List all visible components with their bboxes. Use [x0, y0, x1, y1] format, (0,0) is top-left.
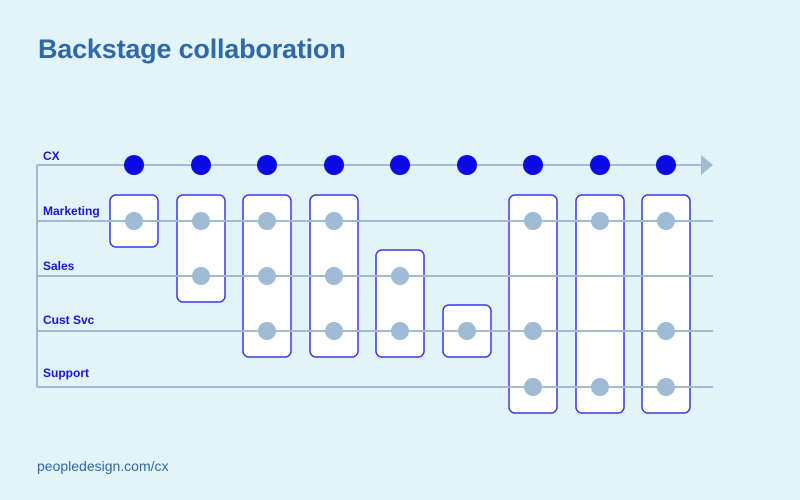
lane-label-marketing: Marketing: [43, 204, 100, 218]
lane-step-dot: [524, 212, 542, 230]
page-title: Backstage collaboration: [38, 34, 346, 64]
cx-step-dot: [523, 155, 543, 175]
step-box: [176, 194, 226, 303]
lane-label-support: Support: [43, 366, 89, 380]
lane-step-dot: [591, 212, 609, 230]
lane-step-dot: [657, 378, 675, 396]
lane-step-dot: [258, 212, 276, 230]
footer-url: peopledesign.com/cx: [37, 458, 169, 474]
step-dots: [124, 155, 676, 396]
cx-step-dot: [457, 155, 477, 175]
step-box: [641, 194, 691, 414]
lane-step-dot: [524, 322, 542, 340]
cx-step-dot: [257, 155, 277, 175]
arrow-right-icon: [701, 155, 713, 175]
lane-step-dot: [325, 322, 343, 340]
lane-step-dot: [458, 322, 476, 340]
cx-step-dot: [656, 155, 676, 175]
lane-step-dot: [657, 322, 675, 340]
lane-label-cust-svc: Cust Svc: [43, 313, 95, 327]
cx-step-dot: [590, 155, 610, 175]
lane-label-sales: Sales: [43, 259, 75, 273]
lane-step-dot: [591, 378, 609, 396]
cx-step-dot: [124, 155, 144, 175]
lane-step-dot: [325, 267, 343, 285]
lane-step-dot: [258, 322, 276, 340]
lane-step-dot: [125, 212, 143, 230]
lane-step-dot: [391, 322, 409, 340]
lane-label-cx: CX: [43, 149, 60, 163]
lane-step-dot: [657, 212, 675, 230]
lane-step-dot: [524, 378, 542, 396]
lane-step-dot: [192, 267, 210, 285]
step-box: [375, 249, 425, 358]
lane-step-dot: [258, 267, 276, 285]
lane-step-dot: [325, 212, 343, 230]
lane-step-dot: [391, 267, 409, 285]
step-box: [575, 194, 625, 414]
cx-step-dot: [390, 155, 410, 175]
step-box: [508, 194, 558, 414]
cx-step-dot: [324, 155, 344, 175]
cx-step-dot: [191, 155, 211, 175]
lane-step-dot: [192, 212, 210, 230]
